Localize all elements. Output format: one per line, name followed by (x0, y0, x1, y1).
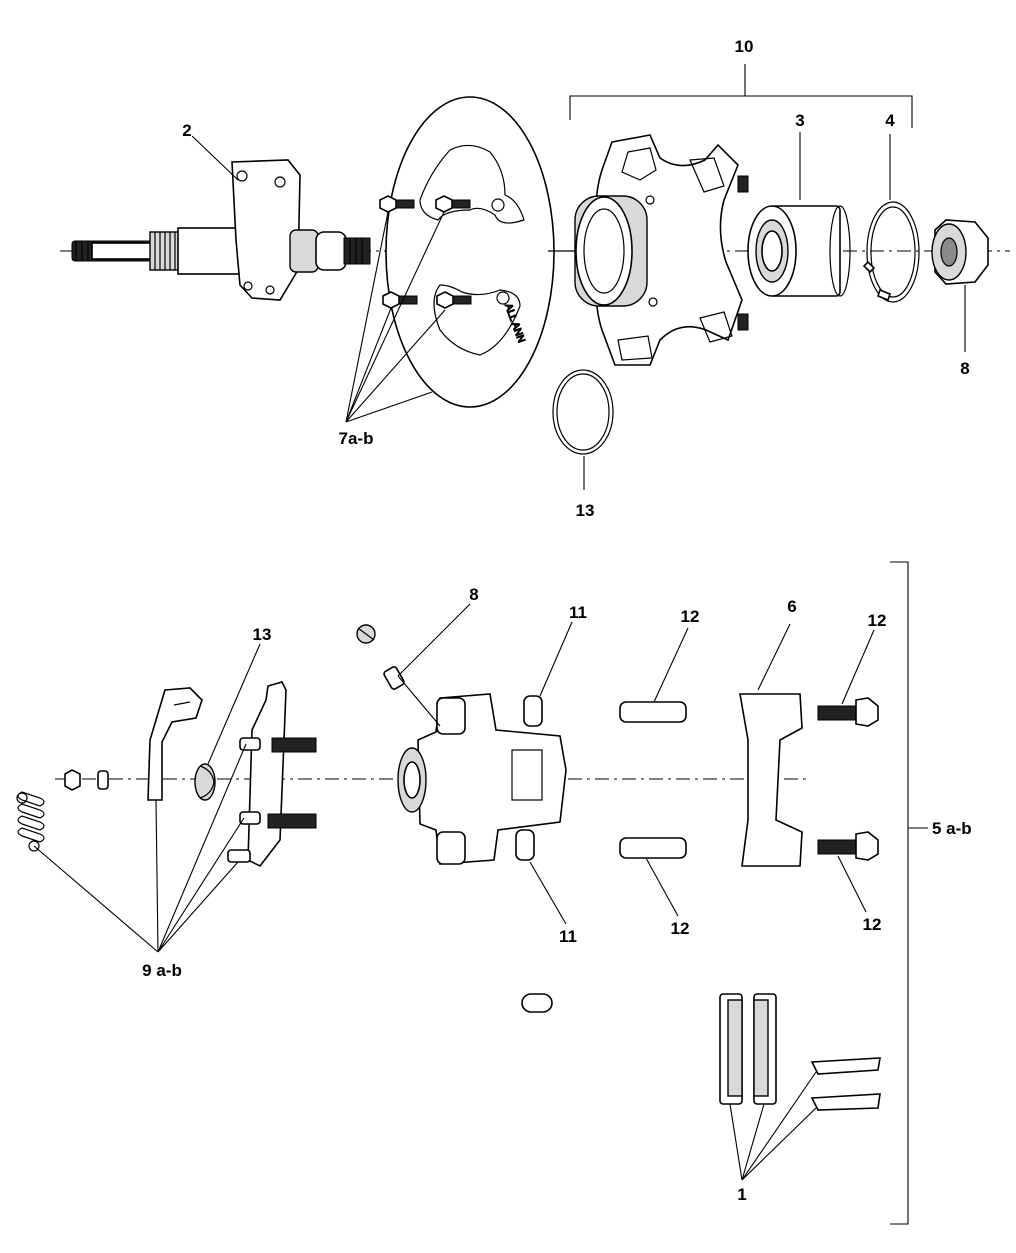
callout-13-lower: 13 (253, 625, 272, 644)
rotor-bolt-3 (382, 291, 418, 309)
bracket-10 (569, 64, 913, 128)
axle-nut (931, 219, 989, 285)
callout-7ab: 7a-b (339, 429, 374, 448)
leaders-9ab (33, 743, 247, 953)
leader-6 (757, 623, 791, 691)
lever-nut (64, 769, 81, 791)
callout-11-bottom: 11 (559, 927, 577, 946)
leaders-1 (729, 1071, 817, 1181)
caliper-body (397, 693, 567, 865)
callout-10: 10 (735, 37, 754, 56)
o-ring-upper (552, 369, 614, 455)
caliper-bracket-plate (227, 681, 317, 868)
leader-2 (191, 135, 239, 181)
leader-11-bottom (529, 861, 567, 925)
bracket-5ab (890, 561, 928, 1225)
leader-12-top-left (653, 627, 689, 703)
leader-11-top (539, 621, 573, 697)
callout-8-upper: 8 (960, 359, 969, 378)
bleeder-screw (356, 624, 405, 690)
retaining-ring (862, 201, 920, 303)
pin-boot-top (523, 695, 543, 727)
upper-assembly: ALL ANN (60, 37, 1010, 520)
callout-12-top-left: 12 (681, 607, 700, 626)
wheel-bearing (747, 205, 851, 297)
bracket-bolt-top (817, 697, 879, 727)
piston-seal (521, 993, 553, 1013)
lever-boot (194, 763, 216, 801)
return-spring (16, 791, 45, 852)
leaders-7ab (345, 211, 446, 423)
callout-9ab: 9 a-b (142, 961, 182, 980)
callout-11-top: 11 (569, 603, 587, 622)
callout-8-lower: 8 (469, 585, 478, 604)
callout-12-bottom-left: 12 (671, 919, 690, 938)
callout-2: 2 (182, 121, 191, 140)
parking-brake-lever (147, 687, 203, 801)
callout-12-top-right: 12 (868, 611, 887, 630)
leader-12-top-right (841, 629, 875, 705)
pin-boot-bottom (515, 829, 535, 861)
leader-12-bottom-right (837, 855, 867, 913)
slide-pin-bottom (619, 837, 687, 859)
leader-8-lower (397, 603, 471, 727)
rotor-bolt-2 (435, 195, 471, 213)
spindle-knuckle (71, 159, 371, 301)
callout-3: 3 (795, 111, 804, 130)
bracket-bolt-bottom (817, 831, 879, 861)
callout-13-upper: 13 (576, 501, 595, 520)
callout-4: 4 (885, 111, 895, 130)
leader-12-bottom-left (645, 857, 679, 917)
brake-rotor: ALL ANN (385, 96, 555, 408)
wheel-hub (548, 134, 749, 366)
rotor-bolts (379, 195, 472, 309)
callout-6: 6 (787, 597, 796, 616)
callout-12-bottom-right: 12 (863, 915, 882, 934)
caliper-mount-bracket (739, 693, 803, 867)
lever-washer (97, 770, 109, 790)
lower-assembly: 8 11 12 6 12 13 5 a-b 11 12 12 9 a-b 1 (16, 561, 972, 1225)
pad-clips (810, 1057, 881, 1111)
callout-5ab: 5 a-b (932, 819, 972, 838)
leader-13-lower (207, 643, 261, 765)
brake-pads (719, 993, 777, 1105)
callout-1: 1 (737, 1185, 746, 1204)
rotor-bolt-4 (436, 291, 472, 309)
slide-pin-top (619, 701, 687, 723)
rotor-bolt-1 (379, 195, 415, 213)
